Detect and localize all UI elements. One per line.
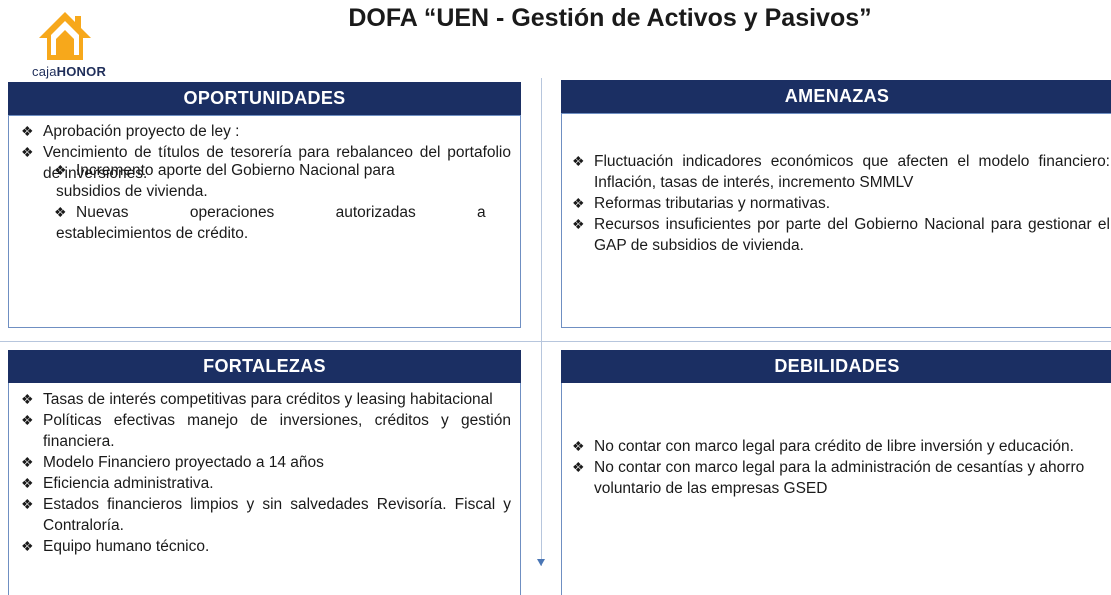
weaknesses-quadrant: DEBILIDADES ❖ No contar con marco legal …	[561, 350, 1111, 595]
list-item: ❖ Eficiencia administrativa.	[21, 475, 214, 492]
list-item: ❖ Recursos insuficientes por parte del G…	[572, 216, 1110, 254]
threats-quadrant: AMENAZAS ❖ Fluctuación indicadores econó…	[561, 80, 1111, 328]
list-item: ❖ Fluctuación indicadores económicos que…	[572, 153, 1110, 191]
threats-list: ❖ Fluctuación indicadores económicos que…	[572, 151, 1110, 256]
diamond-bullet-icon: ❖	[21, 144, 34, 160]
diamond-bullet-icon: ❖	[572, 153, 585, 169]
diamond-bullet-icon: ❖	[572, 195, 585, 211]
list-item: ❖ Estados financieros limpios y sin salv…	[21, 496, 511, 534]
list-item: ❖ Nuevas operaciones autorizadas a estab…	[34, 202, 524, 244]
list-item: ❖ Reformas tributarias y normativas.	[572, 195, 831, 212]
diamond-bullet-icon: ❖	[21, 412, 34, 428]
list-item: ❖ No contar con marco legal para crédito…	[572, 438, 1074, 455]
weaknesses-box	[561, 383, 1111, 595]
list-item: ❖ Modelo Financiero proyectado a 14 años	[21, 454, 324, 471]
diamond-bullet-icon: ❖	[21, 475, 34, 491]
diamond-bullet-icon: ❖	[572, 459, 585, 475]
weaknesses-heading: DEBILIDADES	[561, 350, 1111, 383]
list-item: ❖ No contar con marco legal para la admi…	[572, 459, 1085, 497]
logo-wordmark: cajaHONOR	[32, 64, 107, 79]
horizontal-divider	[0, 341, 1111, 342]
diamond-bullet-icon: ❖	[54, 162, 67, 178]
weaknesses-list: ❖ No contar con marco legal para crédito…	[572, 436, 1110, 499]
scroll-down-arrow-icon	[537, 559, 545, 566]
strengths-quadrant: FORTALEZAS ❖ Tasas de interés competitiv…	[8, 350, 521, 595]
opportunities-sublist: ❖ Incremento aporte del Gobierno Naciona…	[34, 160, 524, 244]
opportunities-quadrant: OPORTUNIDADES ❖ Aprobación proyecto de l…	[8, 82, 521, 328]
diamond-bullet-icon: ❖	[572, 438, 585, 454]
list-item: ❖ Incremento aporte del Gobierno Naciona…	[54, 162, 395, 200]
list-item: ❖ Equipo humano técnico.	[21, 538, 210, 555]
sub2-text: Nuevas operaciones autorizadas a	[76, 204, 486, 221]
page-title: DOFA “UEN - Gestión de Activos y Pasivos…	[348, 4, 872, 32]
opportunities-box	[8, 115, 521, 328]
cajahonor-logo: cajaHONOR	[28, 8, 118, 79]
strengths-list: ❖ Tasas de interés competitivas para cré…	[21, 389, 511, 557]
opportunities-heading: OPORTUNIDADES	[8, 82, 521, 115]
strengths-heading: FORTALEZAS	[8, 350, 521, 383]
diamond-bullet-icon: ❖	[21, 123, 34, 139]
diamond-bullet-icon: ❖	[21, 391, 34, 407]
strengths-box	[8, 383, 521, 595]
threats-heading: AMENAZAS	[561, 80, 1111, 113]
opportunities-list: ❖ Aprobación proyecto de ley : ❖ Increme…	[21, 121, 511, 242]
vertical-divider	[541, 78, 542, 566]
diamond-bullet-icon: ❖	[21, 454, 34, 470]
list-item: ❖ Aprobación proyecto de ley : ❖ Increme…	[21, 121, 511, 242]
sub2-line: Nuevas operaciones autorizadas a	[76, 202, 524, 223]
threats-box	[561, 113, 1111, 328]
list-item: ❖ Tasas de interés competitivas para cré…	[21, 391, 493, 408]
diamond-bullet-icon: ❖	[572, 216, 585, 232]
diamond-bullet-icon: ❖	[21, 538, 34, 554]
diamond-bullet-icon: ❖	[21, 496, 34, 512]
list-item: ❖ Vencimiento de títulos de tesorería pa…	[21, 144, 511, 182]
list-item: ❖ Políticas efectivas manejo de inversio…	[21, 412, 511, 450]
diamond-bullet-icon: ❖	[54, 204, 67, 220]
house-logo-icon	[39, 12, 91, 60]
